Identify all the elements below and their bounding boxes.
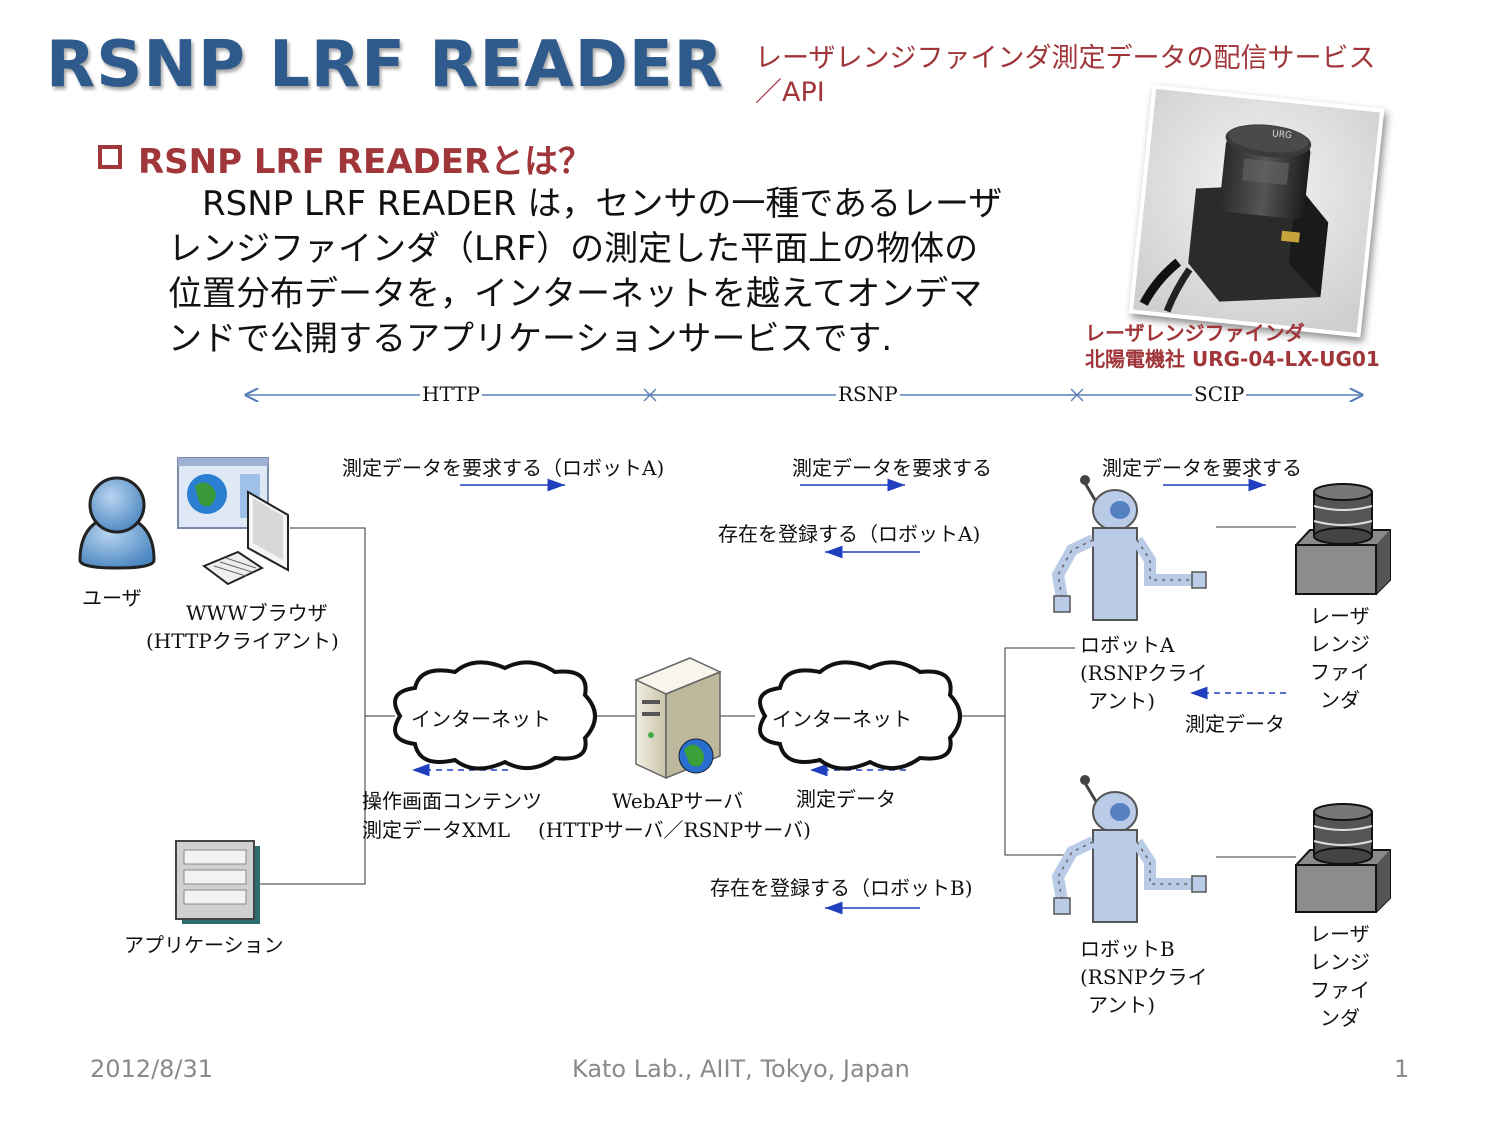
server-role-label: (HTTPサーバ／RSNPサーバ) bbox=[538, 814, 811, 843]
internet-label: インターネット bbox=[772, 703, 912, 732]
content-label: 操作画面コンテンツ bbox=[362, 785, 542, 814]
protocol-label-http: HTTP bbox=[420, 382, 482, 406]
lrf-a-line: レーザ bbox=[1310, 602, 1370, 630]
robot-a-name: ロボットA bbox=[1080, 631, 1208, 659]
register-message-b: 存在を登録する（ロボットB) bbox=[710, 872, 973, 901]
user-label: ユーザ bbox=[82, 582, 142, 611]
lrf-a-line: ンダ bbox=[1310, 686, 1370, 714]
request-message-right: 測定データを要求する bbox=[1102, 452, 1302, 481]
lrf-a-line: ファイ bbox=[1310, 658, 1370, 686]
lrf-a-line: レンジ bbox=[1310, 630, 1370, 658]
register-message-a: 存在を登録する（ロボットA) bbox=[718, 518, 980, 547]
browser-client-label: (HTTPクライアント) bbox=[146, 625, 339, 654]
request-message-a: 測定データを要求する（ロボットA) bbox=[342, 452, 664, 481]
web-browser-icon bbox=[178, 458, 288, 584]
robot-b-label: ロボットB (RSNPクライ アント) bbox=[1080, 935, 1208, 1019]
footer-organization: Kato Lab., AIIT, Tokyo, Japan bbox=[572, 1055, 910, 1083]
footer-date: 2012/8/31 bbox=[90, 1055, 213, 1083]
request-message-mid: 測定データを要求する bbox=[792, 452, 992, 481]
lrf-a-label: レーザ レンジ ファイ ンダ bbox=[1310, 602, 1370, 714]
lrf-b-line: レーザ bbox=[1310, 920, 1370, 948]
lrf-b-line: ファイ bbox=[1310, 976, 1370, 1004]
internet-label: インターネット bbox=[411, 703, 551, 732]
robot-icon bbox=[1054, 775, 1206, 922]
application-label: アプリケーション bbox=[124, 929, 284, 958]
protocol-label-scip: SCIP bbox=[1192, 382, 1246, 406]
web-server-icon bbox=[636, 658, 720, 778]
server-label: WebAPサーバ bbox=[612, 785, 743, 814]
user-icon bbox=[80, 478, 154, 568]
protocol-label-rsnp: RSNP bbox=[836, 382, 900, 406]
lrf-b-label: レーザ レンジ ファイ ンダ bbox=[1310, 920, 1370, 1032]
page-number: 1 bbox=[1394, 1055, 1409, 1083]
measurement-data-label: 測定データ bbox=[796, 783, 896, 812]
lrf-b-line: レンジ bbox=[1310, 948, 1370, 976]
robot-a-role-cont: アント) bbox=[1080, 687, 1208, 715]
browser-label: WWWブラウザ bbox=[186, 597, 328, 626]
xml-data-label: 測定データXML bbox=[362, 814, 510, 843]
robot-b-role-cont: アント) bbox=[1080, 991, 1208, 1019]
lrf-sensor-icon bbox=[1296, 804, 1390, 912]
robot-icon bbox=[1054, 475, 1206, 620]
robot-b-role: (RSNPクライ bbox=[1080, 963, 1208, 991]
lrf-sensor-icon bbox=[1296, 484, 1390, 594]
robot-b-name: ロボットB bbox=[1080, 935, 1208, 963]
robot-a-role: (RSNPクライ bbox=[1080, 659, 1208, 687]
application-window-icon bbox=[176, 841, 260, 924]
lrf-b-line: ンダ bbox=[1310, 1004, 1370, 1032]
robot-a-label: ロボットA (RSNPクライ アント) bbox=[1080, 631, 1208, 715]
